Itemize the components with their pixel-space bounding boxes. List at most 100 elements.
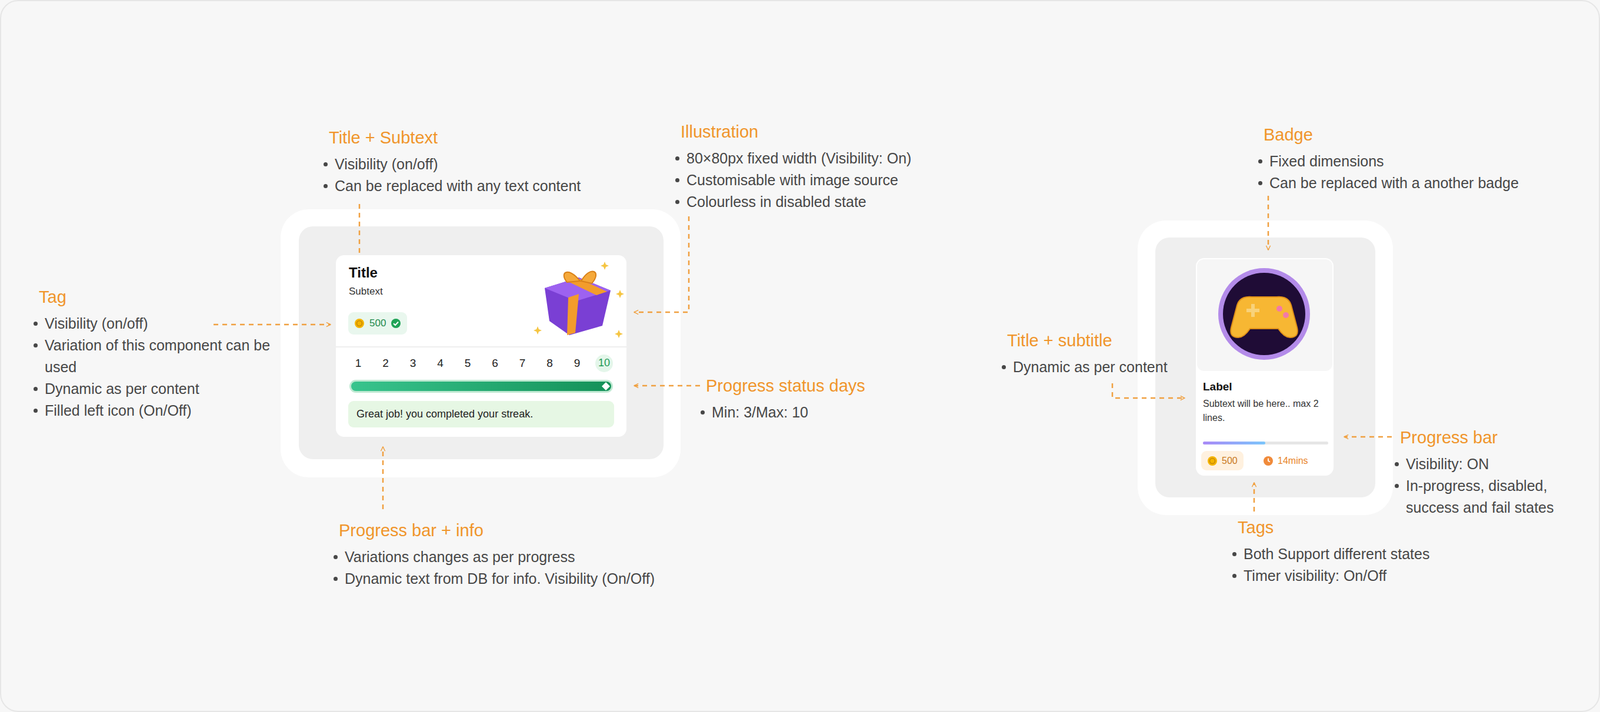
bullet-text: Customisable with image source [686,171,899,189]
annotation: TagsBoth Support different statesTimer v… [1229,516,1559,588]
outer-frame [1137,220,1393,516]
bullet-text: Timer visibility: On/Off [1243,567,1387,585]
day-circle: 10 [595,354,613,373]
sparkle [600,261,609,270]
annotation: BadgeFixed dimensionsCan be replaced wit… [1255,123,1585,195]
day-number: 9 [574,356,581,371]
bullet-row: Visibility (on/off) [30,312,290,335]
bullet-text: Dynamic as per content [1012,358,1168,376]
bullet-row: In-progress, disabled, success and fail … [1391,475,1586,519]
bullet-row: 80×80px fixed width (Visibility: On) [672,147,1202,170]
bullet-text: 80×80px fixed width (Visibility: On) [686,150,912,167]
leader-line [213,324,331,326]
bullet-dot [333,577,338,582]
annotation: Progress status daysMin: 3/Max: 10 [697,374,1051,424]
bullet-text: Filled left icon (On/Off) [44,402,192,419]
annotation: Progress barVisibility: ONIn-progress, d… [1391,426,1586,519]
gift-ribbon [567,294,579,336]
check-icon [390,318,402,329]
coin-outer [1207,456,1218,466]
bullet-row: Customisable with image source [672,169,1202,192]
leader-line [1253,482,1256,512]
bullet-text: Variation of this component can be used [44,337,270,376]
leader-line [1267,195,1270,250]
bullet-dot [323,184,328,189]
node-text: Label [1202,380,1327,395]
annotation: Progress bar + infoVariations changes as… [330,519,860,590]
day-number: 1 [355,356,362,371]
day-number: 2 [382,356,389,371]
progress-end-diamond [601,382,610,391]
sparkle [614,330,623,339]
annotation: Illustration80×80px fixed width (Visibil… [672,120,1202,213]
gamepad-button [1282,312,1289,319]
badge-ground [1197,259,1333,372]
leader-lines [213,195,1392,512]
bullet-row: Can be replaced with a another badge [1255,172,1585,195]
bullet-text: Colourless in disabled state [686,193,867,210]
leader-line [634,216,689,313]
bullet-dot [1232,574,1237,579]
day-number: 6 [491,356,499,371]
gift-bow [564,272,580,283]
bullet-dot [1394,484,1399,489]
quest-card: LabelSubtext will be here.. max 2 lines.… [1195,258,1334,476]
day-number: 3 [410,356,417,371]
bullet-row: Timer visibility: On/Off [1229,565,1559,588]
check-circle [391,318,401,329]
bullet-dot [675,156,680,161]
node-text: 500 [1221,455,1238,467]
bullet-text: Visibility (on/off) [44,315,149,332]
bullet-dot [1001,365,1006,370]
bullet-dot [675,178,680,183]
node-text: 500 [369,317,386,330]
bullet-text: Min: 3/Max: 10 [711,404,809,421]
progress-fill [351,381,612,392]
bullet-row: Visibility: ON [1391,453,1586,476]
clock-hands [1268,458,1270,462]
bullet-dot [33,387,38,392]
info-box: Great job! you completed your streak. [348,401,615,428]
annotation-heading: Progress status days [705,374,1051,398]
inner-panel [1155,237,1376,498]
bullet-row: Filled left icon (On/Off) [30,400,290,422]
progress-track [1202,441,1329,445]
bullet-row: Variations changes as per progress [330,546,860,569]
timer-tag: 14mins [1257,451,1315,471]
reward-tag: 500 [1201,451,1244,471]
gift-illustration [533,261,625,339]
progress-track [349,380,613,393]
divider [335,346,627,348]
annotation-heading: Tags [1237,516,1559,539]
coin-outer [354,318,365,329]
bullet-dot [33,343,38,348]
leader-line [382,447,385,510]
badge-ring [1218,268,1310,360]
bullet-row: Dynamic as per content [30,378,290,400]
annotation-heading: Badge [1263,123,1585,146]
check-mark [393,322,399,326]
gamepad [1230,297,1298,338]
node-text: 14mins [1277,455,1309,467]
bullet-text: Fixed dimensions [1269,152,1385,170]
bullet-row: Colourless in disabled state [672,191,1202,213]
outer-frame [280,209,681,478]
day-number: 7 [519,356,526,371]
day-number: 5 [464,356,472,371]
badge-core [1222,272,1306,356]
bullet-text: Variations changes as per progress [344,548,575,566]
sparkle [615,290,625,299]
coin-inner [1210,458,1216,464]
bullet-row: Min: 3/Max: 10 [697,401,1051,424]
annotation-heading: Title + Subtext [328,126,850,149]
leader-line [1344,436,1392,439]
clock-icon [1262,455,1274,467]
node-text: Subtext will be here.. max 2 lines. [1202,397,1327,427]
bullet-dot [33,321,38,326]
node-text: Subtext [348,285,614,299]
coin-icon [354,318,365,329]
gift-bow [581,271,596,284]
annotation-heading: Progress bar + info [338,519,860,542]
